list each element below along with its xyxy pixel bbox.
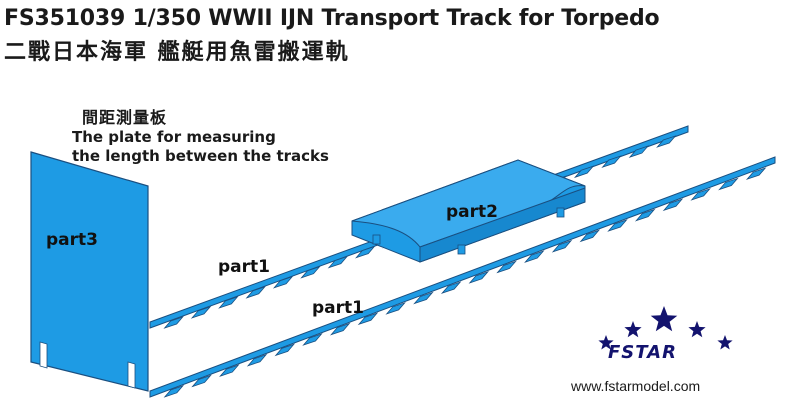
label-part1-lower: part1 [312,298,364,318]
rail-tie [274,343,296,357]
rail-tie [607,219,628,232]
rail-tie [329,322,351,336]
brand-logo-text: FSTAR [608,342,677,363]
note-english-line2: the length between the tracks [72,147,329,165]
title-english: FS351039 1/350 WWII IJN Transport Track … [4,6,660,31]
rail-tie [219,364,240,377]
rail-tie [385,302,406,315]
rail-tie [579,229,601,243]
rail-tie [302,333,323,346]
note-english-line1: The plate for measuring [72,128,276,146]
rail-tie [163,316,184,329]
rail-tie [745,167,767,181]
rail-tie [524,250,545,263]
brand-stars [598,306,733,350]
rail-tie [357,312,379,326]
rail-tie [163,384,185,398]
rail-tie [246,353,268,367]
rail-tie [190,306,212,319]
rail-tie [656,135,677,148]
rail-tie [573,165,595,179]
note-chinese: 間距測量板 [82,108,168,127]
rail-tie [634,208,656,222]
rail-tie [601,155,622,168]
label-part1-upper: part1 [218,257,270,277]
rail-tie [413,291,434,305]
star-icon [598,335,614,350]
rail-tie [690,188,711,201]
star-icon [688,321,706,338]
rail-tie [327,255,349,269]
star-icon [624,321,642,338]
rail-tie [245,285,267,299]
cart-part2 [351,159,586,263]
rail-tie [662,198,684,212]
label-part2: part2 [446,202,498,222]
label-part3: part3 [46,230,98,250]
rail-tie [628,145,650,158]
rail-tie [272,275,294,289]
star-icon [717,335,733,350]
rail-tie [191,374,212,388]
rail-tie [300,265,321,279]
rail-tie [355,245,376,259]
plate-part3 [30,151,149,392]
brand-url: www.fstarmodel.com [571,378,701,394]
rail-lower-ties [163,167,767,398]
rail-tie [496,260,517,274]
rail-tie [718,177,739,191]
star-icon [650,306,678,332]
rail-tie [551,239,573,253]
title-chinese: 二戰日本海軍 艦艇用魚雷搬運軌 [4,40,350,65]
rail-tie [218,296,239,309]
rail-lower [149,156,776,398]
rail-tie [440,281,462,295]
rail-tie [468,270,490,284]
